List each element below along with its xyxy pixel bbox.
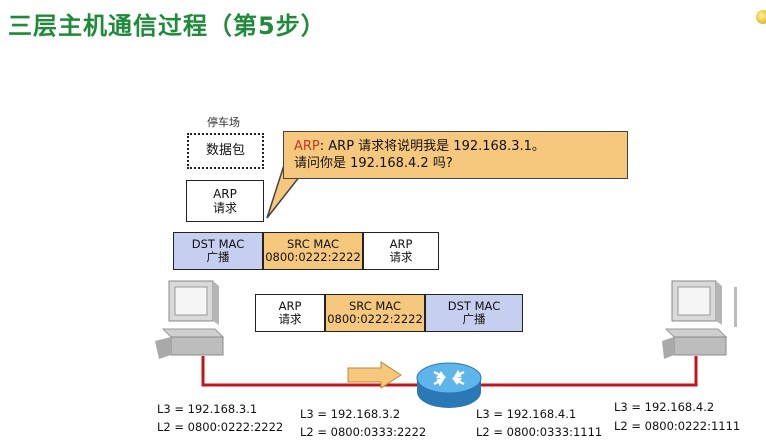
frame-mid-arp-value: 请求 (278, 312, 302, 326)
computer-icon (155, 280, 225, 359)
frame-top-dst-mac-value: 广播 (206, 250, 230, 264)
router-right-l3: L3 = 192.168.4.1 (476, 407, 577, 421)
host-right-l2: L2 = 0800:0222:1111 (614, 419, 741, 433)
bubble-line2: 请问你是 192.168.4.2 吗? (294, 156, 453, 171)
frame-mid-arp-title: ARP (278, 299, 302, 313)
frame-mid-src-mac: SRC MAC 0800:0222:2222 (325, 294, 425, 332)
frame-mid-src-mac-value: 0800:0222:2222 (327, 312, 423, 326)
arp-request-line1: ARP (213, 187, 237, 201)
arp-request-box: ARP 请求 (186, 180, 264, 222)
packet-label: 数据包 (205, 143, 245, 158)
arp-speech-bubble: ARP: ARP 请求将说明我是 192.168.3.1。 请问你是 192.1… (283, 131, 628, 179)
router-icon (416, 362, 482, 408)
frame-top-dst-mac-title: DST MAC (191, 237, 245, 251)
packet-box: 数据包 (187, 133, 264, 169)
bubble-line1-rest: : ARP 请求将说明我是 192.168.3.1。 (319, 139, 545, 154)
bubble-keyword: ARP (294, 139, 320, 154)
frame-top-arp-value: 请求 (389, 250, 413, 264)
router-left-l2: L2 = 0800:0333:2222 (300, 425, 427, 439)
frame-top-arp-title: ARP (389, 237, 413, 251)
frame-top-src-mac-title: SRC MAC (286, 237, 340, 251)
status-dot-icon (756, 10, 766, 24)
frame-top-src-mac-value: 0800:0222:2222 (265, 250, 361, 264)
router-left-l3: L3 = 192.168.3.2 (300, 407, 401, 421)
arrow-right-icon (347, 361, 402, 389)
host-right-l3: L3 = 192.168.4.2 (614, 400, 715, 414)
arp-request-line2: 请求 (212, 201, 237, 215)
frame-top-dst-mac: DST MAC 广播 (173, 232, 263, 270)
computer-icon (662, 280, 737, 359)
frame-top-src-mac: SRC MAC 0800:0222:2222 (263, 232, 363, 270)
host-left-l3: L3 = 192.168.3.1 (157, 402, 258, 416)
host-left-l2: L2 = 0800:0222:2222 (157, 420, 284, 434)
bubble-line1: ARP: ARP 请求将说明我是 192.168.3.1。 (294, 138, 617, 155)
router-right-l2: L2 = 0800:0333:1111 (476, 425, 603, 439)
page-title: 三层主机通信过程（第5步） (8, 12, 326, 40)
frame-mid-src-mac-title: SRC MAC (348, 299, 402, 313)
frame-mid-arp: ARP 请求 (255, 294, 325, 332)
frame-mid-dst-mac: DST MAC 广播 (425, 294, 523, 332)
frame-mid-dst-mac-value: 广播 (462, 312, 486, 326)
frame-mid-dst-mac-title: DST MAC (447, 299, 501, 313)
frame-top-arp: ARP 请求 (363, 232, 439, 270)
parking-label: 停车场 (207, 116, 240, 129)
